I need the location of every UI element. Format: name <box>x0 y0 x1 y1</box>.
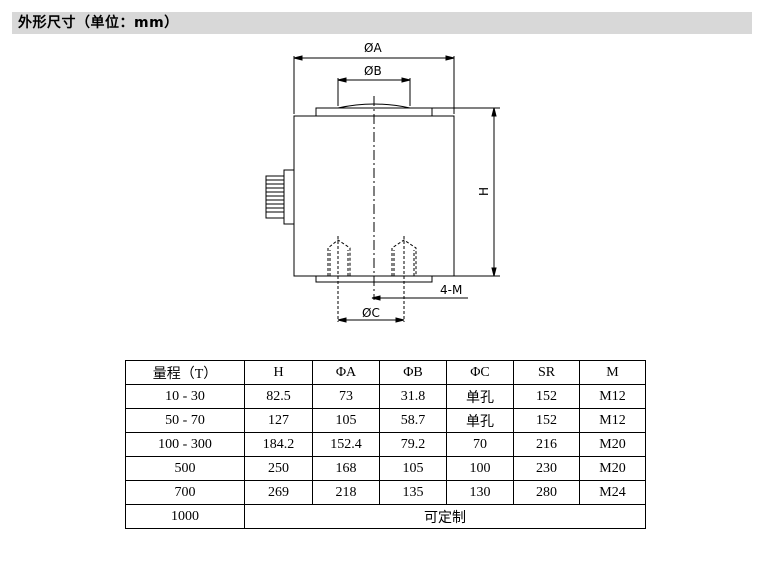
cell-b: 79.2 <box>379 432 447 457</box>
cell-c: 100 <box>446 456 514 481</box>
cell-range: 700 <box>125 480 245 505</box>
table-row: 10 - 30 82.5 73 31.8 单孔 152 M12 <box>125 384 646 409</box>
cable-connector <box>265 169 295 225</box>
dim-H-label: H <box>477 187 491 196</box>
cell-b: 31.8 <box>379 384 447 409</box>
cell-b: 135 <box>379 480 447 505</box>
dim-A-line <box>293 55 455 114</box>
header-sr: SR <box>513 360 580 385</box>
cell-c: 单孔 <box>446 408 514 433</box>
cell-h: 269 <box>244 480 313 505</box>
cell-h: 127 <box>244 408 313 433</box>
table-row-custom: 1000 可定制 <box>125 504 646 529</box>
cell-a: 73 <box>312 384 380 409</box>
cell-range: 100 - 300 <box>125 432 245 457</box>
header-m: M <box>579 360 646 385</box>
table-row: 100 - 300 184.2 152.4 79.2 70 216 M20 <box>125 432 646 457</box>
dim-B-label: ØB <box>364 64 382 78</box>
dimension-drawing: ØA ØB ØC 4-M H <box>265 41 500 323</box>
cell-a: 168 <box>312 456 380 481</box>
section-title: 外形尺寸（单位：mm） <box>18 15 179 31</box>
cell-m: M20 <box>579 432 646 457</box>
cell-m: M20 <box>579 456 646 481</box>
cell-sr: 230 <box>513 456 580 481</box>
cell-m: M12 <box>579 384 646 409</box>
cell-m: M24 <box>579 480 646 505</box>
cell-range: 500 <box>125 456 245 481</box>
section-header: 外形尺寸（单位：mm） <box>12 12 752 34</box>
table-row: 500 250 168 105 100 230 M20 <box>125 456 646 481</box>
dim-C-line <box>337 317 405 323</box>
table-row: 50 - 70 127 105 58.7 单孔 152 M12 <box>125 408 646 433</box>
cell-b: 105 <box>379 456 447 481</box>
table-row: 700 269 218 135 130 280 M24 <box>125 480 646 505</box>
cell-h: 82.5 <box>244 384 313 409</box>
cell-h: 250 <box>244 456 313 481</box>
header-b: ΦB <box>379 360 447 385</box>
dim-M-arrow <box>371 295 381 301</box>
dim-C-label: ØC <box>362 306 380 320</box>
header-range: 量程（T） <box>125 360 245 385</box>
cell-range: 10 - 30 <box>125 384 245 409</box>
cell-a: 105 <box>312 408 380 433</box>
cell-range: 50 - 70 <box>125 408 245 433</box>
header-h: H <box>244 360 313 385</box>
cell-sr: 152 <box>513 384 580 409</box>
cell-a: 218 <box>312 480 380 505</box>
mounting-holes <box>327 236 417 322</box>
dim-H-line <box>432 107 500 277</box>
dim-B-line <box>337 77 411 106</box>
header-c: ΦC <box>446 360 514 385</box>
cell-sr: 152 <box>513 408 580 433</box>
dim-M-label: 4-M <box>440 283 462 297</box>
dim-A-label: ØA <box>364 41 382 55</box>
cell-sr: 280 <box>513 480 580 505</box>
cell-a: 152.4 <box>312 432 380 457</box>
cell-c: 70 <box>446 432 514 457</box>
cell-h: 184.2 <box>244 432 313 457</box>
cell-m: M12 <box>579 408 646 433</box>
cell-range: 1000 <box>125 504 245 529</box>
cell-c: 单孔 <box>446 384 514 409</box>
spec-table: 量程（T） H ΦA ΦB ΦC SR M 10 - 30 82.5 73 31… <box>125 360 646 529</box>
cell-c: 130 <box>446 480 514 505</box>
cell-b: 58.7 <box>379 408 447 433</box>
table-header-row: 量程（T） H ΦA ΦB ΦC SR M <box>125 360 646 385</box>
cell-custom-note: 可定制 <box>244 504 646 529</box>
header-a: ΦA <box>312 360 380 385</box>
cell-sr: 216 <box>513 432 580 457</box>
